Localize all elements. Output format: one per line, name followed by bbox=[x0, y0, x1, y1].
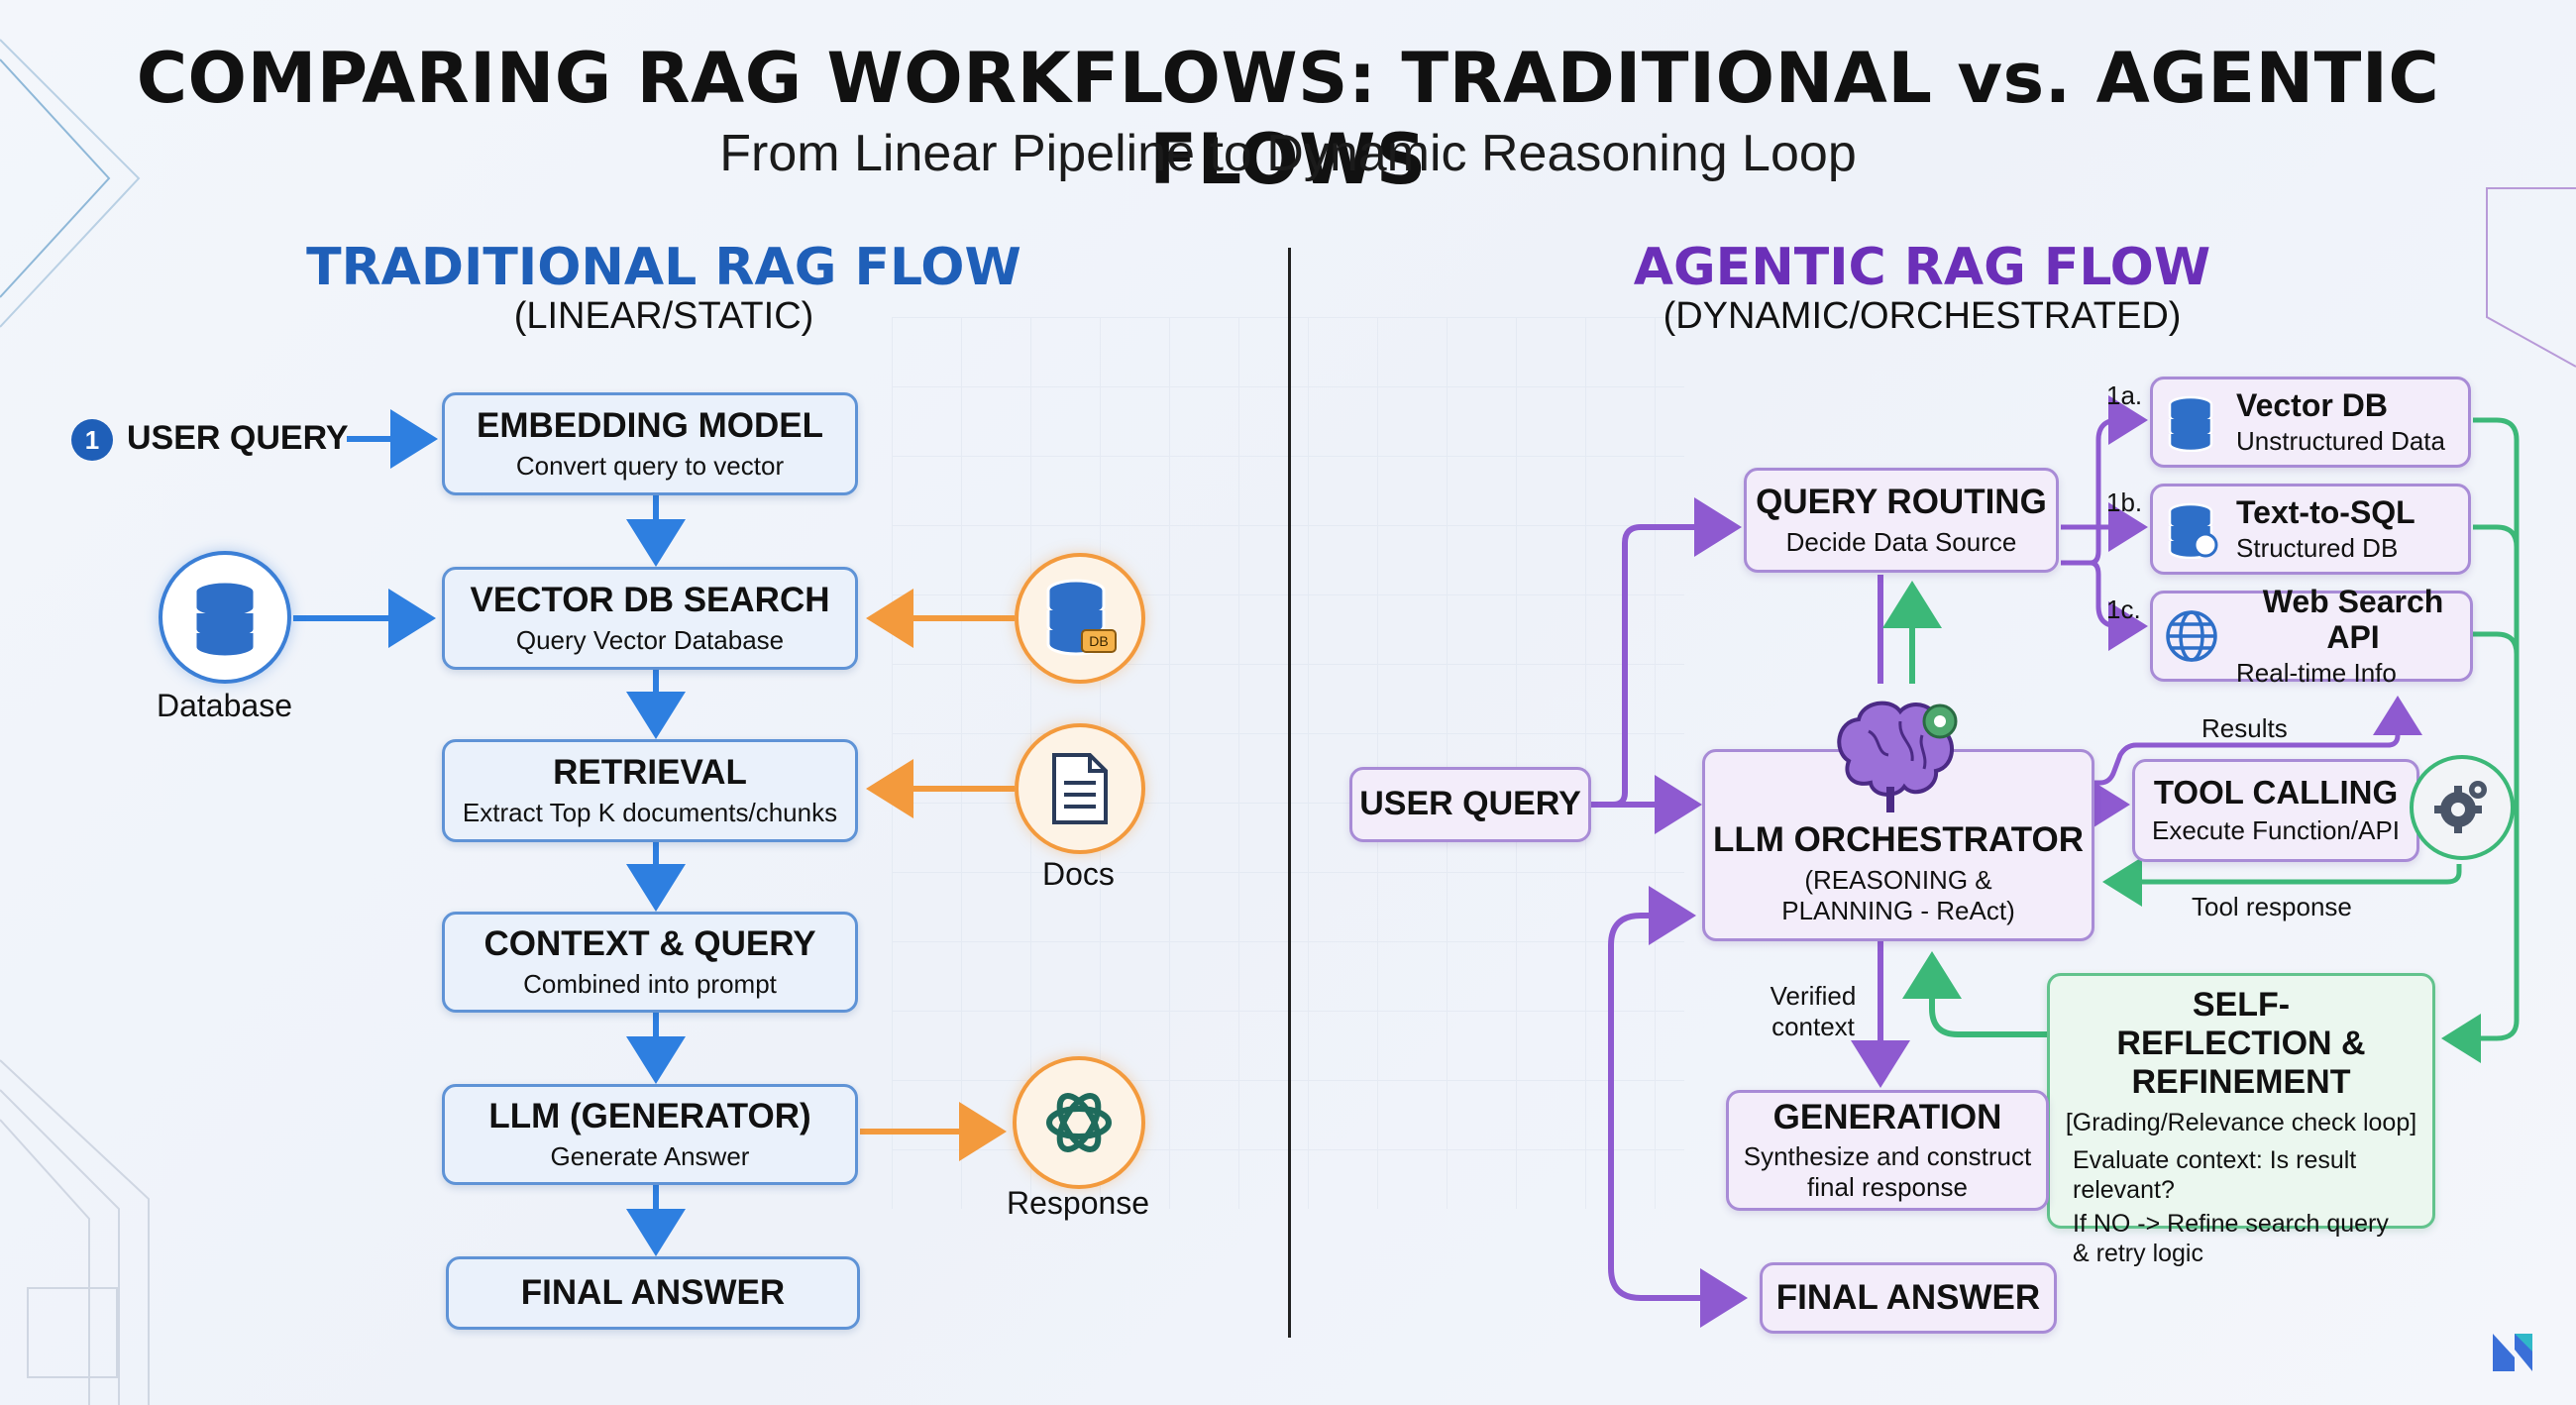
step-retrieval: RETRIEVAL Extract Top K documents/chunks bbox=[442, 739, 858, 842]
sql-database-icon bbox=[2166, 501, 2219, 564]
tool-calling-desc: Execute Function/API bbox=[2151, 815, 2401, 846]
response-label: Response bbox=[1007, 1185, 1150, 1221]
source-title: Vector DB bbox=[2236, 387, 2388, 423]
brain-gear-icon bbox=[1829, 692, 1968, 825]
source-title: Text-to-SQL bbox=[2236, 494, 2415, 530]
source-desc: Structured DB bbox=[2236, 532, 2399, 563]
step-desc: Combined into prompt bbox=[523, 968, 777, 999]
traditional-user-query: USER QUERY bbox=[127, 419, 349, 457]
step-context-query: CONTEXT & QUERY Combined into prompt bbox=[442, 912, 858, 1013]
query-routing-title: QUERY ROUTING bbox=[1756, 483, 2047, 522]
step-desc: Generate Answer bbox=[550, 1140, 750, 1171]
database-icon bbox=[2166, 394, 2215, 457]
step-title: VECTOR DB SEARCH bbox=[470, 581, 830, 620]
agentic-title: AGENTIC RAG FLOW bbox=[1633, 238, 2211, 297]
self-reflection-title: SELF-REFLECTION & REFINEMENT bbox=[2116, 986, 2366, 1102]
step-desc: Extract Top K documents/chunks bbox=[462, 797, 838, 827]
source-tag: 1c. bbox=[2106, 594, 2141, 624]
traditional-subtitle: (LINEAR/STATIC) bbox=[513, 295, 814, 337]
database-label: Database bbox=[157, 688, 292, 723]
step-title: CONTEXT & QUERY bbox=[483, 924, 816, 964]
final-answer-label: FINAL ANSWER bbox=[1775, 1277, 2041, 1317]
step-number-badge: 1 bbox=[71, 419, 113, 461]
step-title: RETRIEVAL bbox=[553, 753, 747, 793]
traditional-title: TRADITIONAL RAG FLOW bbox=[306, 238, 1021, 297]
source-title: Web Search API bbox=[2262, 583, 2444, 656]
orchestrator-desc: (REASONING & PLANNING - ReAct) bbox=[1781, 864, 2015, 925]
step-vector-db-search: VECTOR DB SEARCH Query Vector Database bbox=[442, 567, 858, 670]
docs-label: Docs bbox=[1042, 856, 1115, 892]
tool-calling-title: TOOL CALLING bbox=[2153, 774, 2399, 811]
self-reflection-line2: If NO -> Refine search query & retry log… bbox=[2073, 1210, 2389, 1268]
query-routing-desc: Decide Data Source bbox=[1785, 526, 2017, 557]
section-divider bbox=[1288, 248, 1291, 1338]
document-icon bbox=[1015, 723, 1145, 854]
page-subtitle: From Linear Pipeline to Dynamic Reasonin… bbox=[719, 125, 1857, 182]
verified-context-label: Verified context bbox=[1770, 981, 1857, 1041]
agentic-user-query: USER QUERY bbox=[1349, 767, 1591, 842]
agentic-final-answer: FINAL ANSWER bbox=[1760, 1262, 2057, 1334]
source-desc: Real-time Info bbox=[2236, 658, 2397, 689]
source-tag: 1b. bbox=[2106, 487, 2143, 517]
tool-response-label: Tool response bbox=[2192, 892, 2352, 921]
self-reflection-bracket: [Grading/Relevance check loop] bbox=[2065, 1109, 2417, 1137]
generation-box: GENERATION Synthesize and construct fina… bbox=[1726, 1090, 2049, 1211]
source-desc: Unstructured Data bbox=[2236, 425, 2445, 456]
step-title: FINAL ANSWER bbox=[520, 1272, 786, 1312]
query-routing-box: QUERY ROUTING Decide Data Source bbox=[1744, 468, 2059, 573]
self-reflection-box: SELF-REFLECTION & REFINEMENT [Grading/Re… bbox=[2047, 973, 2435, 1267]
tool-calling-box: TOOL CALLING Execute Function/API bbox=[2132, 759, 2419, 862]
db-badge-text: DB bbox=[1089, 633, 1108, 649]
generation-desc: Synthesize and construct final response bbox=[1743, 1140, 2032, 1203]
step-desc: Query Vector Database bbox=[515, 624, 785, 655]
self-reflection-line1: Evaluate context: Is result relevant? bbox=[2073, 1146, 2357, 1205]
brand-logo bbox=[2485, 1324, 2540, 1384]
step-title: LLM (GENERATOR) bbox=[488, 1097, 811, 1136]
user-query-label: USER QUERY bbox=[1359, 785, 1581, 823]
step-desc: Convert query to vector bbox=[515, 450, 785, 481]
database-icon bbox=[159, 551, 291, 684]
agentic-subtitle: (DYNAMIC/ORCHESTRATED) bbox=[1663, 295, 2182, 337]
orchestrator-title: LLM ORCHESTRATOR bbox=[1713, 820, 2084, 860]
results-label: Results bbox=[2201, 713, 2288, 743]
step-llm-generator: LLM (GENERATOR) Generate Answer bbox=[442, 1084, 858, 1185]
step-embedding-model: EMBEDDING MODEL Convert query to vector bbox=[442, 392, 858, 495]
page-title: COMPARING RAG WORKFLOWS: TRADITIONAL vs.… bbox=[136, 38, 2440, 200]
gear-icon bbox=[2410, 755, 2515, 860]
ai-response-icon bbox=[1013, 1056, 1145, 1189]
step-title: EMBEDDING MODEL bbox=[477, 406, 823, 446]
step-final-answer: FINAL ANSWER bbox=[446, 1256, 860, 1330]
vector-db-icon: DB bbox=[1015, 553, 1145, 684]
generation-title: GENERATION bbox=[1772, 1097, 2002, 1136]
globe-icon bbox=[2164, 608, 2219, 669]
source-tag: 1a. bbox=[2106, 380, 2143, 410]
